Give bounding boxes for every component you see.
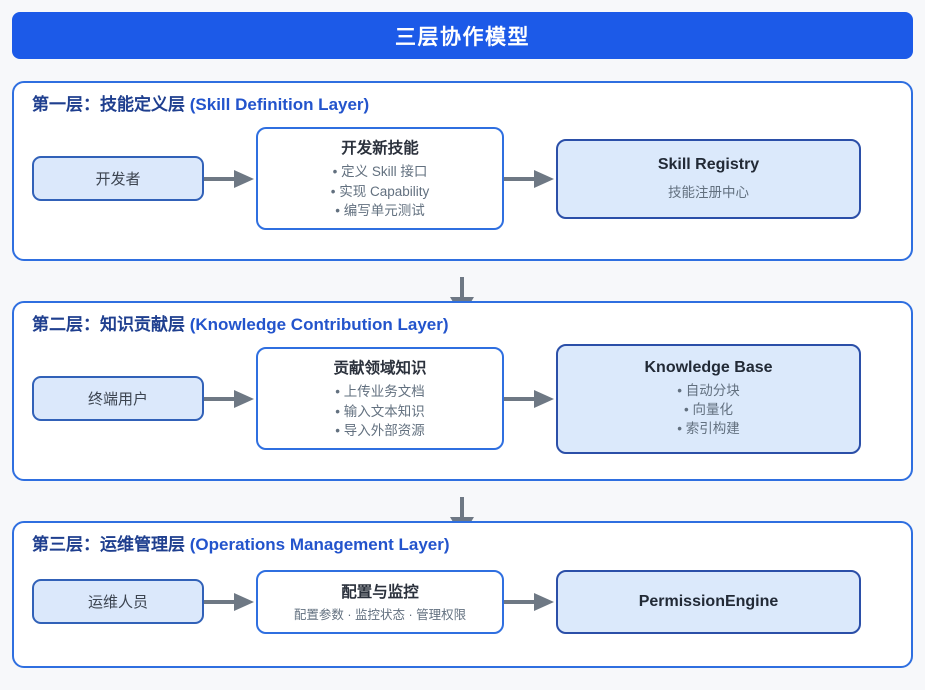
arrow-shaft bbox=[504, 599, 538, 604]
process-configure-monitor-subtitle: 配置参数 · 监控状态 · 管理权限 bbox=[293, 608, 467, 623]
result-permission-engine[interactable]: PermissionEngine bbox=[556, 569, 861, 634]
actor-developer-label: 开发者 bbox=[95, 171, 141, 189]
arrow-head bbox=[534, 169, 554, 188]
layer-3-flow-row: 运维人员 配置与监控 配置参数 · 监控状态 · 管理权限 Permission… bbox=[32, 559, 893, 645]
process-develop-skill[interactable]: 开发新技能 • 定义 Skill 接口 • 实现 Capability • 编写… bbox=[256, 127, 504, 231]
arrow-head bbox=[234, 389, 254, 408]
actor-end-user[interactable]: 终端用户 bbox=[32, 376, 204, 422]
diagram-title-bar: 三层协作模型 bbox=[12, 12, 913, 59]
arrow-right-icon bbox=[204, 389, 256, 408]
result-skill-registry[interactable]: Skill Registry 技能注册中心 bbox=[556, 138, 861, 219]
arrow-right-icon bbox=[204, 169, 256, 188]
list-item: • 输入文本知识 bbox=[335, 403, 425, 419]
list-item: • 上传业务文档 bbox=[335, 384, 425, 400]
arrow-right-icon bbox=[504, 389, 556, 408]
layer-1-heading-cn: 第一层：技能定义层 bbox=[32, 95, 185, 114]
arrow-head bbox=[534, 592, 554, 611]
layer-1-heading: 第一层：技能定义层 (Skill Definition Layer) bbox=[32, 95, 893, 115]
arrow-shaft bbox=[460, 277, 464, 301]
actor-end-user-label: 终端用户 bbox=[87, 391, 148, 409]
layer-2-heading-cn: 第二层：知识贡献层 bbox=[32, 315, 185, 334]
list-item: • 编写单元测试 bbox=[335, 203, 425, 219]
process-configure-monitor[interactable]: 配置与监控 配置参数 · 监控状态 · 管理权限 bbox=[256, 569, 504, 634]
list-item: • 自动分块 bbox=[677, 382, 740, 398]
diagram-page: 三层协作模型 第一层：技能定义层 (Skill Definition Layer… bbox=[0, 12, 925, 690]
arrow-shaft bbox=[460, 497, 464, 521]
list-item: • 索引构建 bbox=[677, 421, 740, 437]
layer-2-heading-en: (Knowledge Contribution Layer) bbox=[189, 315, 449, 334]
arrow-shaft bbox=[204, 176, 238, 181]
layer-2-flow-row: 终端用户 贡献领域知识 • 上传业务文档 • 输入文本知识 • 导入外部资源 K bbox=[32, 339, 893, 459]
arrow-head bbox=[234, 169, 254, 188]
process-develop-skill-bullets: • 定义 Skill 接口 • 实现 Capability • 编写单元测试 bbox=[331, 162, 430, 221]
result-knowledge-base-title: Knowledge Base bbox=[644, 358, 773, 376]
arrow-shaft bbox=[204, 396, 238, 401]
process-contribute-knowledge-bullets: • 上传业务文档 • 输入文本知识 • 导入外部资源 bbox=[335, 382, 424, 441]
result-permission-engine-title: PermissionEngine bbox=[638, 592, 779, 610]
result-skill-registry-title: Skill Registry bbox=[657, 156, 760, 174]
layer-3-heading-en: (Operations Management Layer) bbox=[189, 535, 450, 554]
process-contribute-knowledge-title: 贡献领域知识 bbox=[333, 360, 427, 378]
result-knowledge-base-bullets: • 自动分块 • 向量化 • 索引构建 bbox=[677, 381, 739, 438]
arrow-head bbox=[234, 592, 254, 611]
process-configure-monitor-title: 配置与监控 bbox=[341, 584, 419, 602]
result-knowledge-base[interactable]: Knowledge Base • 自动分块 • 向量化 • 索引构建 bbox=[556, 343, 861, 454]
actor-developer[interactable]: 开发者 bbox=[32, 156, 204, 202]
layer-operations-management: 第三层：运维管理层 (Operations Management Layer) … bbox=[12, 521, 913, 668]
arrow-head bbox=[534, 389, 554, 408]
arrow-right-icon bbox=[504, 592, 556, 611]
layer-3-heading: 第三层：运维管理层 (Operations Management Layer) bbox=[32, 535, 893, 555]
layer-skill-definition: 第一层：技能定义层 (Skill Definition Layer) 开发者 开… bbox=[12, 81, 913, 261]
list-item: • 向量化 bbox=[684, 402, 733, 418]
arrow-shaft bbox=[504, 396, 538, 401]
process-develop-skill-title: 开发新技能 bbox=[341, 140, 419, 158]
list-item: • 定义 Skill 接口 bbox=[332, 164, 428, 180]
layer-2-heading: 第二层：知识贡献层 (Knowledge Contribution Layer) bbox=[32, 315, 893, 335]
list-item: • 实现 Capability bbox=[330, 183, 430, 199]
actor-operations-staff[interactable]: 运维人员 bbox=[32, 579, 204, 625]
actor-operations-staff-label: 运维人员 bbox=[87, 594, 148, 612]
page-title: 三层协作模型 bbox=[395, 25, 530, 49]
arrow-right-icon bbox=[204, 592, 256, 611]
list-item: • 导入外部资源 bbox=[335, 423, 425, 439]
process-contribute-knowledge[interactable]: 贡献领域知识 • 上传业务文档 • 输入文本知识 • 导入外部资源 bbox=[256, 347, 504, 451]
layer-3-heading-cn: 第三层：运维管理层 bbox=[32, 535, 185, 554]
layer-1-flow-row: 开发者 开发新技能 • 定义 Skill 接口 • 实现 Capability … bbox=[32, 119, 893, 239]
arrow-shaft bbox=[504, 176, 538, 181]
arrow-right-icon bbox=[504, 169, 556, 188]
layer-knowledge-contribution: 第二层：知识贡献层 (Knowledge Contribution Layer)… bbox=[12, 301, 913, 481]
arrow-shaft bbox=[204, 599, 238, 604]
layer-1-heading-en: (Skill Definition Layer) bbox=[189, 95, 370, 114]
result-skill-registry-subtitle: 技能注册中心 bbox=[668, 185, 749, 201]
